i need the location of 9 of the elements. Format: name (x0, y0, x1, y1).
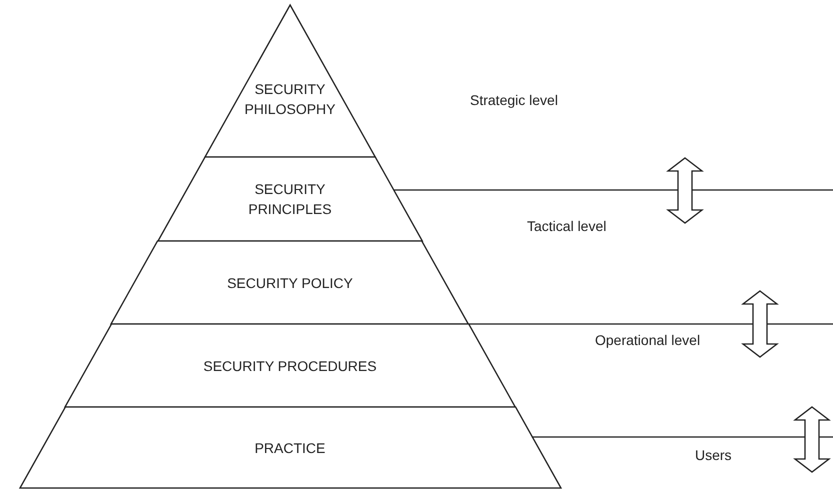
layer-label: SECURITY PRINCIPLES (247, 180, 333, 219)
layer-label: SECURITY PHILOSOPHY (243, 80, 336, 120)
level-label: Tactical level (527, 218, 606, 234)
layer-label: SECURITY POLICY (226, 274, 354, 292)
layer-label: PRACTICE (254, 438, 326, 458)
level-label: Operational level (595, 332, 700, 348)
layer-label: SECURITY PROCEDURES (202, 356, 378, 376)
level-label: Strategic level (470, 92, 558, 108)
level-label: Users (695, 447, 732, 463)
